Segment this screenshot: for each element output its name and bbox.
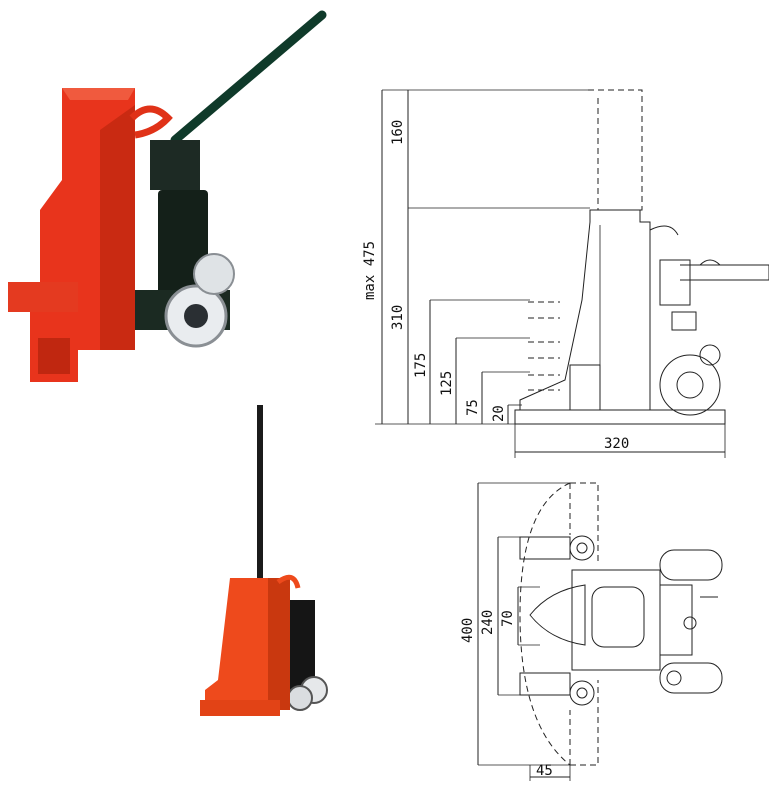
dim-125: 125 [439,371,455,396]
side-view-drawing: max 475 160 310 175 125 75 20 320 [360,80,769,460]
dim-45: 45 [536,763,553,779]
small-jack-photo [190,400,340,730]
dim-320: 320 [604,436,629,452]
top-view-drawing: 400 240 70 45 [460,475,769,783]
dim-70: 70 [500,610,516,627]
dim-75: 75 [465,399,481,416]
large-jack-illustration [8,10,327,382]
dim-400: 400 [460,618,476,643]
dim-175: 175 [413,353,429,378]
toe-positions [528,301,560,391]
dim-240: 240 [480,610,496,635]
top-view-svg: 400 240 70 45 [460,482,723,781]
dim-max-475: max 475 [362,241,378,300]
side-view-svg: max 475 160 310 175 125 75 20 320 [362,89,769,458]
large-jack-photo [0,0,330,395]
dim-310: 310 [390,305,406,330]
small-jack-illustration [200,405,328,716]
dim-20: 20 [491,405,507,422]
dim-160: 160 [390,120,406,145]
